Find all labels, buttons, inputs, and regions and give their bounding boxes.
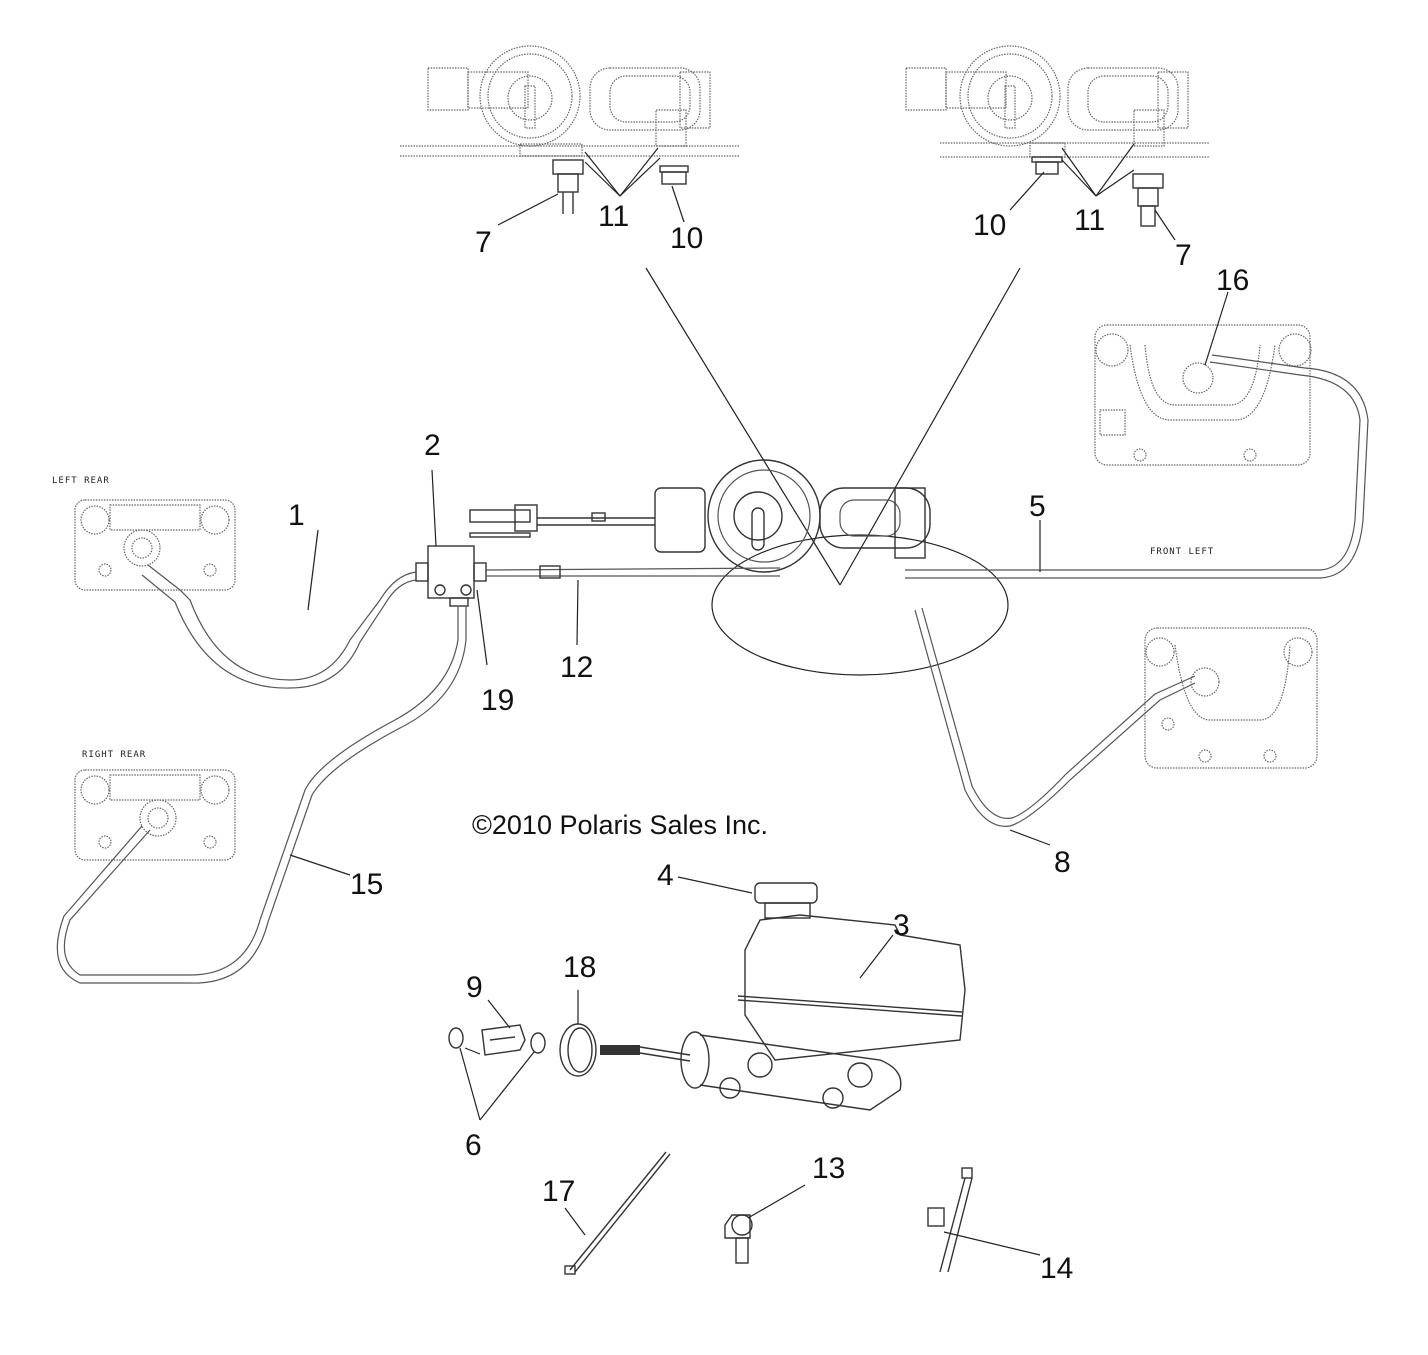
leader-19 bbox=[476, 589, 488, 666]
callout-2: 2 bbox=[424, 429, 441, 462]
callout-11-left: 11 bbox=[598, 200, 629, 233]
callout-5: 5 bbox=[1029, 490, 1046, 523]
caliper-front-right bbox=[1144, 627, 1318, 769]
detail-view-left bbox=[400, 45, 740, 226]
callout-10-left: 10 bbox=[670, 222, 703, 255]
label-front-left: FRONT LEFT bbox=[1150, 547, 1214, 557]
detail-view-right bbox=[905, 45, 1210, 241]
leader-2 bbox=[431, 469, 437, 547]
nut-right bbox=[530, 1032, 546, 1054]
leader-8 bbox=[1009, 829, 1051, 846]
detail-area-ellipse bbox=[711, 534, 1009, 676]
callout-7-left: 7 bbox=[475, 226, 492, 259]
callout-3: 3 bbox=[893, 909, 910, 942]
callout-13: 13 bbox=[812, 1152, 845, 1185]
callout-11-right: 11 bbox=[1074, 204, 1105, 237]
cable-tie-with-clip bbox=[927, 1167, 1041, 1273]
callout-14: 14 bbox=[1040, 1252, 1073, 1285]
callout-9: 9 bbox=[466, 971, 483, 1004]
copyright-text: ©2010 Polaris Sales Inc. bbox=[472, 810, 768, 840]
pushrod bbox=[600, 1045, 691, 1062]
cable-tie bbox=[564, 1151, 671, 1275]
label-right-rear: RIGHT REAR bbox=[82, 750, 146, 760]
boot bbox=[559, 1023, 597, 1077]
detail-pointer-line-right bbox=[839, 267, 1021, 586]
callout-19: 19 bbox=[481, 684, 514, 717]
leader-12 bbox=[576, 579, 579, 646]
master-cylinder-exploded bbox=[680, 914, 966, 1111]
brake-lines bbox=[56, 354, 1369, 984]
callout-15: 15 bbox=[350, 868, 383, 901]
callout-8: 8 bbox=[1054, 846, 1071, 879]
label-left-rear: LEFT REAR bbox=[52, 476, 110, 486]
detail-pointer-line-left bbox=[645, 267, 841, 586]
leader-1 bbox=[307, 529, 319, 611]
callout-16: 16 bbox=[1216, 264, 1249, 297]
leader-15 bbox=[289, 854, 351, 876]
callout-18: 18 bbox=[563, 951, 596, 984]
caliper-right-rear bbox=[74, 769, 236, 861]
callout-1: 1 bbox=[288, 499, 305, 532]
callout-10-right: 10 bbox=[973, 209, 1006, 242]
clevis bbox=[481, 1024, 526, 1056]
nut-left bbox=[448, 1027, 464, 1049]
tee-junction-block bbox=[415, 545, 487, 607]
callout-12: 12 bbox=[560, 651, 593, 684]
reservoir-cap bbox=[754, 882, 818, 919]
callout-6: 6 bbox=[465, 1129, 482, 1162]
callout-4: 4 bbox=[657, 859, 674, 892]
leader-16 bbox=[1204, 291, 1229, 366]
caliper-left-rear bbox=[74, 499, 236, 591]
callout-17: 17 bbox=[542, 1175, 575, 1208]
caliper-front-left bbox=[1094, 324, 1312, 466]
callout-7-right: 7 bbox=[1175, 239, 1192, 272]
master-cylinder-assembled bbox=[469, 459, 931, 573]
line-clip bbox=[724, 1184, 806, 1264]
